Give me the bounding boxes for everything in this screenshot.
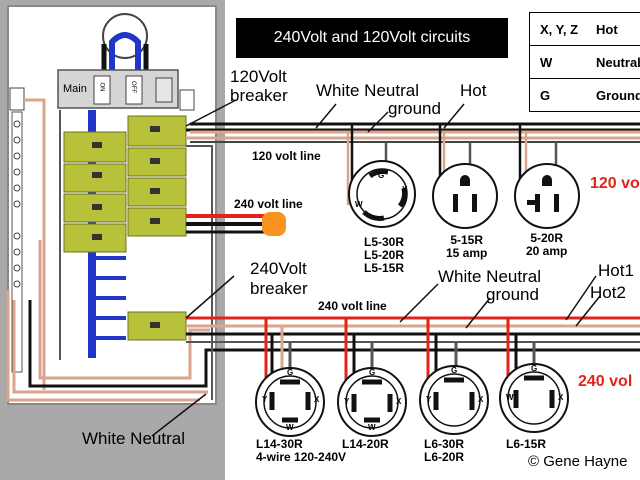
legend-row: X, Y, Z Hot <box>530 13 640 46</box>
callout-240v-breaker-1: 240Volt <box>250 259 307 278</box>
cable-end <box>262 212 286 236</box>
terminal-x: X <box>402 185 408 194</box>
callout-240v-breaker-2: breaker <box>250 279 308 298</box>
receptacle-l6-30r <box>419 365 489 435</box>
receptacle-label-5-20r: 5-20R 20 amp <box>526 232 567 258</box>
receptacle-label-l6-30r: L6-30R L6-20R <box>424 438 464 464</box>
callout-hot2: Hot2 <box>590 283 626 302</box>
receptacle-l6-15r <box>499 363 569 433</box>
label-line: L14-30R <box>256 437 303 451</box>
receptacle-label-l14-30r: L14-30R 4-wire 120-240V <box>256 438 346 464</box>
label-line: 4-wire 120-240V <box>256 450 347 464</box>
receptacle-label-5-15r: 5-15R 15 amp <box>446 234 487 260</box>
neutral-bar <box>11 111 23 373</box>
legend-row: G Ground <box>530 79 640 111</box>
label-line: 5-15R <box>450 233 484 247</box>
terminal-w: W <box>368 423 376 432</box>
label-line: 5-20R <box>530 231 564 245</box>
label-line: L14-20R <box>342 437 389 451</box>
receptacle-5-15r <box>432 163 498 229</box>
receptacle-label-l5: L5-30R L5-20R L5-15R <box>364 236 404 275</box>
callout-120v-breaker-2: breaker <box>230 86 288 105</box>
terminal-w: W <box>355 200 363 209</box>
terminal-g: G <box>369 368 376 377</box>
terminal-w: W <box>506 393 514 402</box>
label-line: L6-20R <box>424 450 465 464</box>
label-120-volt-line: 120 volt line <box>252 149 321 163</box>
label-line: L6-15R <box>506 437 547 451</box>
label-240-volt-line-b: 240 volt line <box>318 299 387 313</box>
side-label-120: 120 vo <box>590 175 640 192</box>
terminal-y: Y <box>344 397 350 406</box>
callout-120v-breaker-1: 120Volt <box>230 67 287 86</box>
receptacle-l14-30r <box>255 367 325 437</box>
label-line: L5-30R <box>364 235 405 249</box>
receptacle-l5-30r <box>348 160 416 228</box>
legend-row: W Neutral <box>530 46 640 79</box>
side-label-240: 240 vol <box>578 373 633 390</box>
legend-key: W <box>540 55 553 70</box>
receptacle-label-l6-15r: L6-15R <box>506 438 546 451</box>
receptacle-label-l14-20r: L14-20R <box>342 438 389 451</box>
label-line: 20 amp <box>526 244 568 258</box>
diagram-title: 240Volt and 120Volt circuits <box>236 18 508 58</box>
label-line: 15 amp <box>446 246 488 260</box>
callout-ground-top: ground <box>388 99 441 118</box>
legend-value: Neutral <box>596 55 640 70</box>
label-240-volt-line-a: 240 volt line <box>234 197 303 211</box>
legend-key: G <box>540 88 551 103</box>
main-on-label: ON <box>98 82 105 92</box>
callout-white-neutral-mid: White Neutral <box>438 267 541 286</box>
callout-white-neutral-bottom: White Neutral <box>82 429 185 448</box>
terminal-x: X <box>478 395 484 404</box>
legend-value: Hot <box>596 22 618 37</box>
receptacle-5-20r <box>514 163 580 229</box>
terminal-y: Y <box>426 395 432 404</box>
callout-hot-top: Hot <box>460 81 487 100</box>
terminal-g: G <box>287 368 294 377</box>
legend-key: X, Y, Z <box>540 22 579 37</box>
label-line: L5-20R <box>364 248 405 262</box>
main-off-label: OFF <box>130 81 136 93</box>
legend-value: Ground <box>596 88 640 103</box>
terminal-x: X <box>314 395 320 404</box>
terminal-w: W <box>286 423 294 432</box>
label-line: L5-15R <box>364 261 405 275</box>
callout-hot1: Hot1 <box>598 261 634 280</box>
terminal-x: X <box>396 397 402 406</box>
terminal-g: G <box>531 364 538 373</box>
label-line: L6-30R <box>424 437 465 451</box>
terminal-y: Y <box>262 395 268 404</box>
receptacle-l14-20r <box>337 367 407 437</box>
main-breaker-label: Main <box>63 83 87 95</box>
terminal-g: G <box>378 171 385 180</box>
terminal-x: X <box>558 393 564 402</box>
legend-table: X, Y, Z Hot W Neutral G Ground <box>529 12 640 112</box>
callout-white-neutral-top: White Neutral <box>316 81 419 100</box>
callout-ground-mid: ground <box>486 285 539 304</box>
copyright: © Gene Hayne <box>528 453 628 470</box>
terminal-g: G <box>451 366 458 375</box>
